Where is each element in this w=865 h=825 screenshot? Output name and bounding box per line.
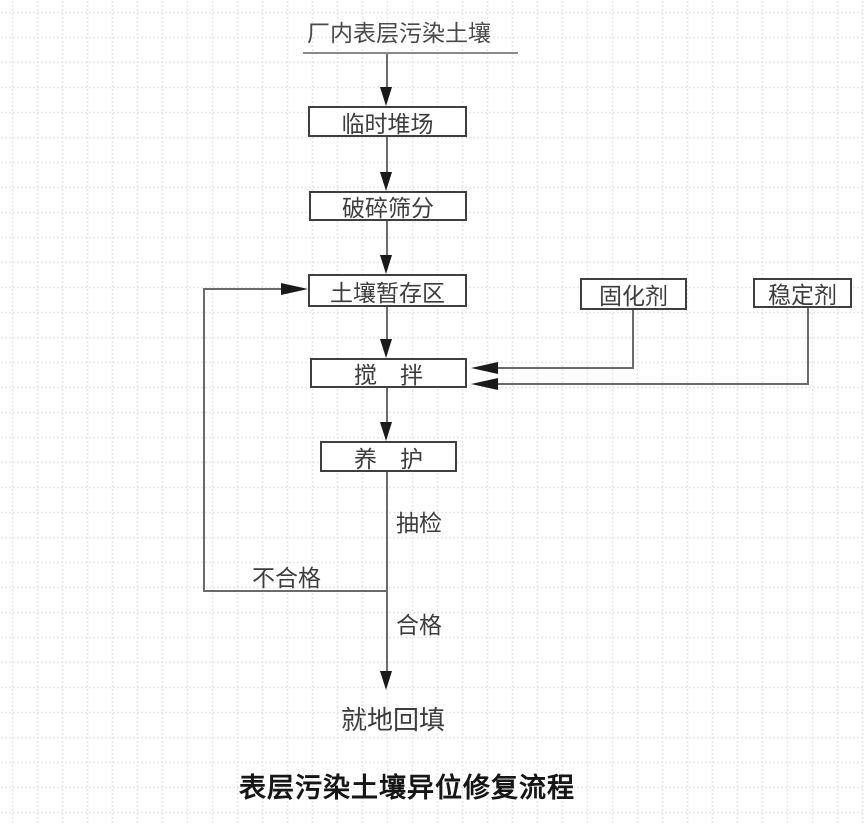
edge-label-pass: 合格 — [396, 612, 442, 638]
arrow-left-icon — [471, 362, 498, 374]
node-curing: 养 护 — [320, 441, 457, 472]
arrow-down-icon — [380, 255, 392, 274]
connector-fail-branch-horizontal — [203, 590, 388, 592]
arrow-down-icon — [380, 671, 392, 690]
edge-label-fail: 不合格 — [252, 565, 321, 591]
connector-fail-return-horizontal — [203, 288, 285, 290]
arrow-down-icon — [380, 339, 392, 358]
connector-fail-return-vertical — [203, 288, 205, 592]
figure-caption: 表层污染土壤异位修复流程 — [239, 773, 575, 803]
arrow-right-icon — [281, 283, 308, 295]
node-curing-label: 养 护 — [354, 445, 423, 472]
source-node-label: 厂内表层污染土壤 — [307, 20, 491, 46]
arrow-left-icon — [471, 378, 498, 390]
connector-stabilizer-vertical — [807, 308, 809, 385]
node-stabilizing-agent-label: 稳定剂 — [768, 282, 837, 308]
connector-stabilizer-horizontal — [498, 383, 809, 385]
connector-source-to-stockpile — [386, 54, 388, 90]
connector-solidifier-horizontal — [498, 367, 634, 369]
edge-label-sampling: 抽检 — [396, 510, 442, 536]
node-solidifying-agent-label: 固化剂 — [599, 283, 668, 309]
connector-storage-to-mixing — [386, 307, 388, 342]
connector-crushing-to-storage — [386, 221, 388, 258]
node-stabilizing-agent: 稳定剂 — [753, 278, 852, 308]
node-soil-storage-area: 土壤暂存区 — [308, 274, 467, 307]
node-mixing-label: 搅 拌 — [354, 362, 423, 388]
arrow-down-icon — [380, 87, 392, 106]
node-temporary-stockpile-label: 临时堆场 — [341, 110, 434, 137]
connector-mixing-to-curing — [386, 388, 388, 425]
node-solidifying-agent: 固化剂 — [580, 278, 687, 310]
node-crushing-screening-label: 破碎筛分 — [342, 195, 434, 221]
node-crushing-screening: 破碎筛分 — [309, 191, 467, 221]
connector-solidifier-vertical — [632, 310, 634, 369]
arrow-down-icon — [380, 422, 392, 441]
connector-curing-to-backfill — [386, 472, 388, 674]
node-temporary-stockpile: 临时堆场 — [308, 106, 467, 137]
arrow-down-icon — [380, 172, 392, 191]
node-mixing: 搅 拌 — [310, 358, 467, 388]
terminal-node-label: 就地回填 — [340, 705, 445, 735]
node-soil-storage-area-label: 土壤暂存区 — [330, 279, 445, 306]
connector-stockpile-to-crushing — [386, 137, 388, 175]
source-underline — [303, 52, 518, 54]
